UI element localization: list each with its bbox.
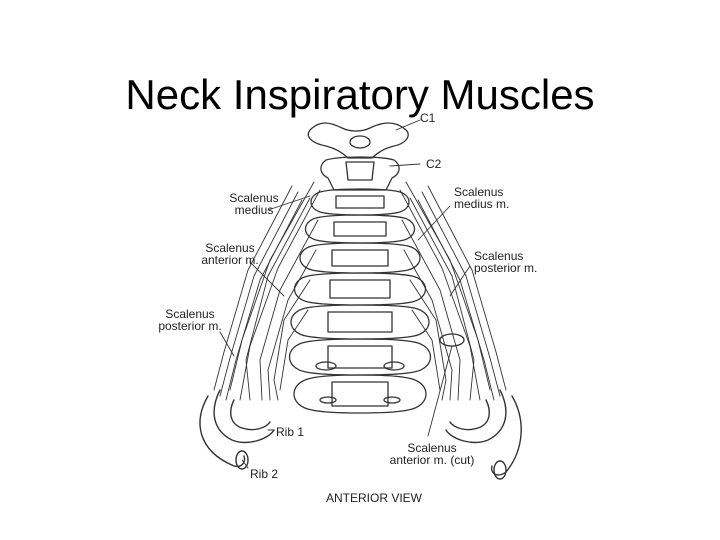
label-scalenus-posterior-right: Scalenus posterior m. bbox=[474, 250, 537, 274]
rib-2-left bbox=[200, 396, 244, 466]
rib-1-left bbox=[214, 390, 274, 442]
label-rib-1: Rib 1 bbox=[276, 426, 304, 438]
rib-1-right bbox=[446, 390, 506, 442]
label-scalenus-anterior-left: Scalenus anterior m. bbox=[192, 242, 268, 266]
label-scalenus-anterior-cut: Scalenus anterior m. (cut) bbox=[376, 442, 488, 466]
label-rib-2: Rib 2 bbox=[250, 468, 278, 480]
label-scalenus-posterior-left: Scalenus posterior m. bbox=[152, 308, 228, 332]
c1-vertebra bbox=[308, 123, 408, 158]
neck-muscle-illustration: C1 C2 Scalenus medius Scalenus anterior … bbox=[150, 100, 570, 520]
label-c1: C1 bbox=[420, 112, 435, 124]
label-scalenus-medius-right: Scalenus medius m. bbox=[454, 186, 509, 210]
label-anterior-view: ANTERIOR VIEW bbox=[326, 492, 422, 504]
label-c2: C2 bbox=[426, 158, 441, 170]
label-scalenus-medius-left: Scalenus medius bbox=[220, 192, 288, 216]
leader-lines bbox=[220, 120, 470, 468]
cervical-vertebrae bbox=[290, 189, 431, 413]
